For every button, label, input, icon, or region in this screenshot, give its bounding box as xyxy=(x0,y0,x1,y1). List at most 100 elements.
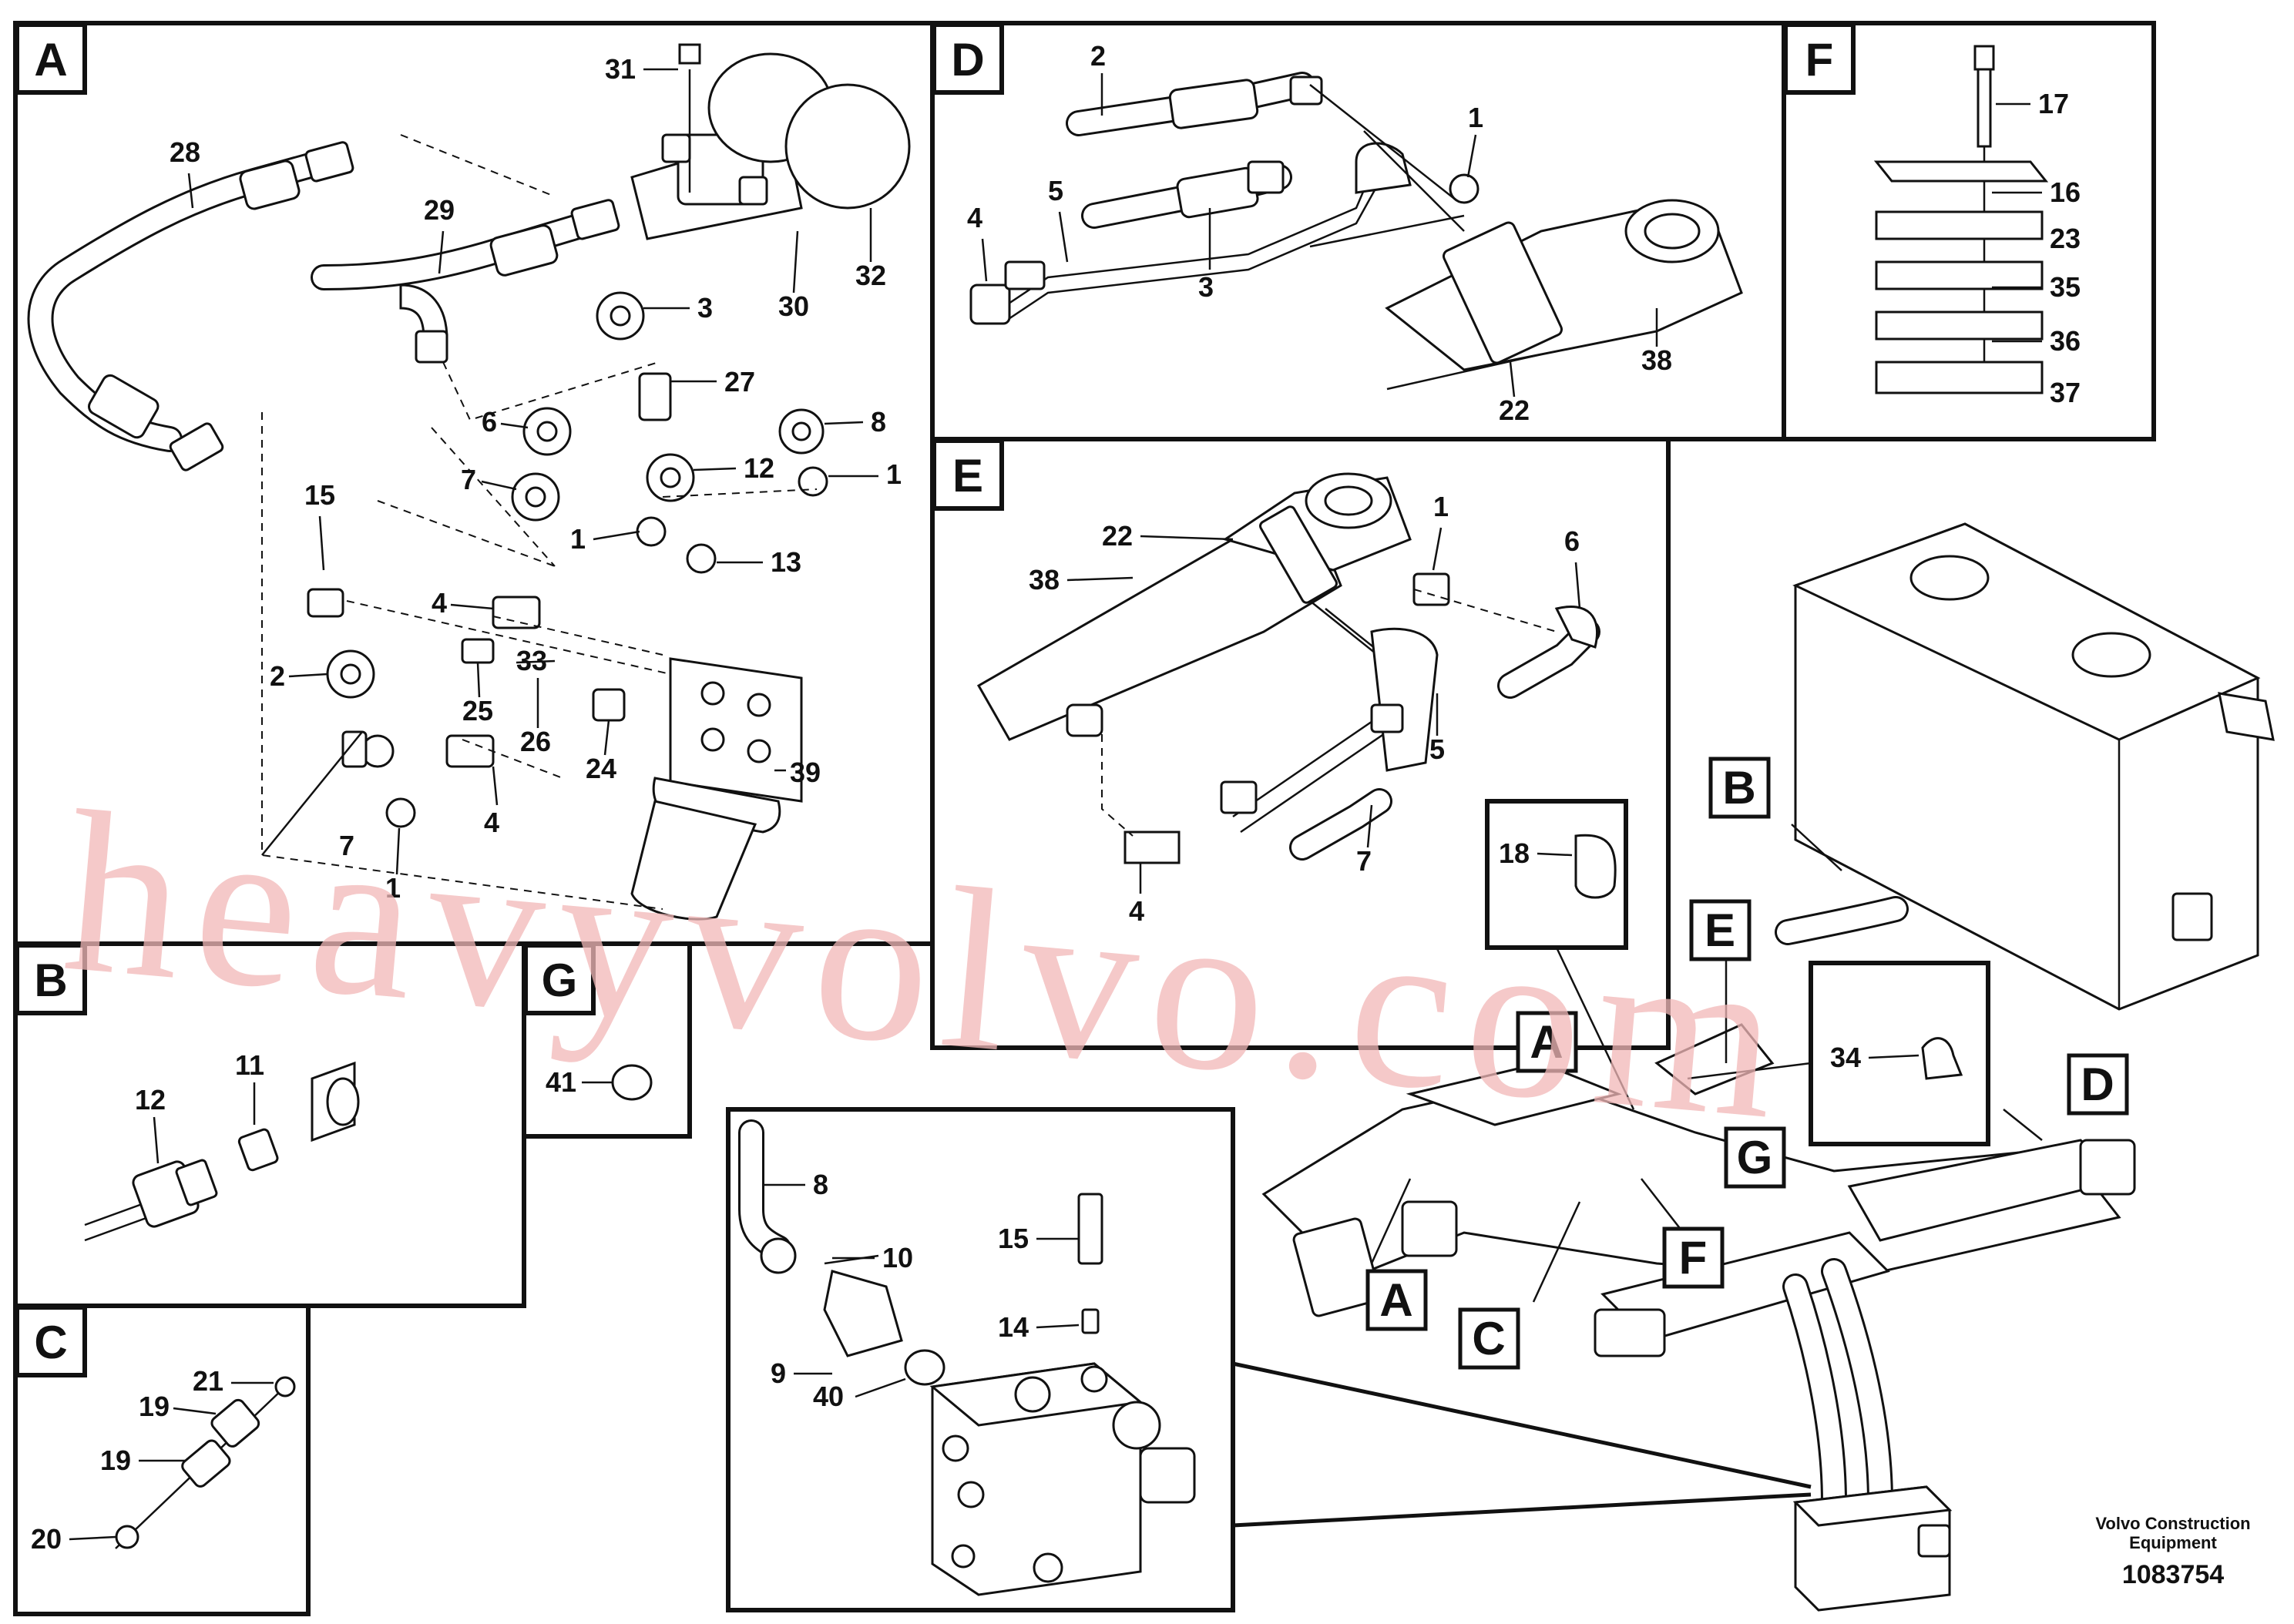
label-d-22: 22 xyxy=(1499,394,1530,426)
label-e-4: 4 xyxy=(1129,895,1144,927)
callout-e: E xyxy=(1705,904,1735,956)
label-a-27: 27 xyxy=(724,366,755,398)
label-a-7-bottom: 7 xyxy=(339,830,354,861)
panel-f-drawing xyxy=(1873,45,2049,394)
label-e-6: 6 xyxy=(1564,525,1580,557)
label-f-17: 17 xyxy=(2038,88,2069,119)
panel-g-drawing xyxy=(611,1064,653,1101)
panel-letter-b: B xyxy=(34,955,67,1006)
label-c-19-bottom: 19 xyxy=(100,1444,131,1476)
panel-letter-f: F xyxy=(1805,34,1834,86)
label-c-19-top: 19 xyxy=(139,1391,170,1422)
panel-d-labels: 2 1 4 5 3 38 22 xyxy=(967,40,1672,426)
panel-letter-g: G xyxy=(542,955,578,1006)
label-f-16: 16 xyxy=(2050,176,2081,208)
panel-b-drawing xyxy=(84,1061,360,1242)
panel-a-drawing xyxy=(27,43,911,921)
label-d-5: 5 xyxy=(1048,175,1063,206)
brand-line-1: Volvo Construction xyxy=(2095,1514,2250,1533)
valve-panel-drawing xyxy=(738,1119,1196,1596)
label-e-38: 38 xyxy=(1029,564,1060,596)
valve-panel-labels: 8 10 15 14 9 40 xyxy=(763,1169,1080,1412)
label-a-24: 24 xyxy=(586,753,616,784)
label-c-20: 20 xyxy=(31,1523,62,1555)
label-a-25: 25 xyxy=(462,695,493,726)
label-a-15: 15 xyxy=(304,479,335,511)
label-c-21: 21 xyxy=(193,1365,223,1397)
label-a-7: 7 xyxy=(461,464,476,495)
label-a-29: 29 xyxy=(424,194,455,226)
label-valve-14: 14 xyxy=(998,1311,1029,1343)
callout-c: C xyxy=(1472,1313,1505,1364)
label-f-37: 37 xyxy=(2050,377,2081,408)
label-b-11: 11 xyxy=(235,1049,264,1081)
panel-a-labels: 31 28 29 30 32 3 27 6 8 7 12 1 15 1 13 4… xyxy=(170,53,902,904)
frame-c xyxy=(13,1304,311,1616)
overview-callouts: B 18 E 34 A D G F A C xyxy=(1365,757,2129,1370)
label-e-22: 22 xyxy=(1102,520,1133,552)
panel-c-labels: 21 19 19 20 xyxy=(31,1365,274,1555)
panel-e-labels: 22 1 6 38 5 4 7 xyxy=(1029,491,1581,927)
document-number: 1083754 xyxy=(2122,1560,2224,1589)
label-e-1: 1 xyxy=(1433,491,1449,522)
label-a-2: 2 xyxy=(270,660,285,692)
label-a-30: 30 xyxy=(778,290,809,322)
panel-frames xyxy=(13,21,2156,1616)
label-valve-40: 40 xyxy=(813,1381,844,1412)
panel-letter-e: E xyxy=(952,450,983,502)
panel-g-labels: 41 xyxy=(546,1066,613,1098)
label-a-32: 32 xyxy=(855,260,886,291)
label-g-41: 41 xyxy=(546,1066,576,1098)
label-a-6: 6 xyxy=(482,406,497,438)
label-a-4-top: 4 xyxy=(432,587,447,619)
label-a-1-bottom: 1 xyxy=(385,872,401,904)
label-d-1: 1 xyxy=(1468,102,1483,133)
frame-clamp-34 xyxy=(1809,961,1990,1146)
panel-letters: A D F E B G C xyxy=(15,22,1856,1377)
label-a-4-bottom: 4 xyxy=(484,807,499,838)
frame-g xyxy=(522,941,692,1139)
overview-drawing xyxy=(1232,522,2275,1612)
brand-line-2: Equipment xyxy=(2129,1533,2217,1552)
label-d-4: 4 xyxy=(967,202,982,233)
label-valve-8: 8 xyxy=(813,1169,828,1200)
panel-e-drawing xyxy=(976,472,1600,864)
footer: Volvo Construction Equipment 1083754 xyxy=(2095,1514,2250,1589)
label-f-35: 35 xyxy=(2050,271,2081,303)
label-a-26: 26 xyxy=(520,726,551,757)
label-f-23: 23 xyxy=(2050,223,2081,254)
callout-a-top: A xyxy=(1530,1016,1563,1068)
label-d-3: 3 xyxy=(1198,271,1214,303)
panel-c-drawing xyxy=(115,1376,296,1549)
label-valve-9: 9 xyxy=(771,1357,786,1389)
callout-a-bottom: A xyxy=(1379,1274,1412,1326)
panel-b-labels: 11 12 xyxy=(135,1049,264,1164)
label-d-2: 2 xyxy=(1090,40,1106,72)
label-b-12: 12 xyxy=(135,1084,166,1116)
label-a-1-mid: 1 xyxy=(570,523,586,555)
panel-letter-a: A xyxy=(34,34,67,86)
label-d-38: 38 xyxy=(1641,344,1672,376)
label-f-36: 36 xyxy=(2050,325,2081,357)
label-34: 34 xyxy=(1830,1042,1861,1073)
panel-letter-c: C xyxy=(34,1317,67,1368)
frame-f xyxy=(1782,21,2156,441)
label-a-12: 12 xyxy=(744,452,774,484)
callout-g: G xyxy=(1737,1132,1773,1183)
label-valve-10: 10 xyxy=(882,1242,913,1273)
label-a-8: 8 xyxy=(871,406,886,438)
label-a-3: 3 xyxy=(697,292,713,324)
label-valve-15: 15 xyxy=(998,1223,1029,1254)
panel-d-drawing xyxy=(969,72,1743,391)
panel-letter-d: D xyxy=(951,34,984,86)
label-e-5: 5 xyxy=(1429,733,1445,765)
label-a-39: 39 xyxy=(790,757,821,788)
label-18: 18 xyxy=(1499,837,1530,869)
label-a-28: 28 xyxy=(170,136,200,168)
label-a-1-top: 1 xyxy=(886,458,902,490)
panel-f-labels: 17 16 23 35 36 37 xyxy=(1992,88,2081,408)
callout-f: F xyxy=(1679,1232,1708,1283)
label-e-7: 7 xyxy=(1356,845,1372,877)
